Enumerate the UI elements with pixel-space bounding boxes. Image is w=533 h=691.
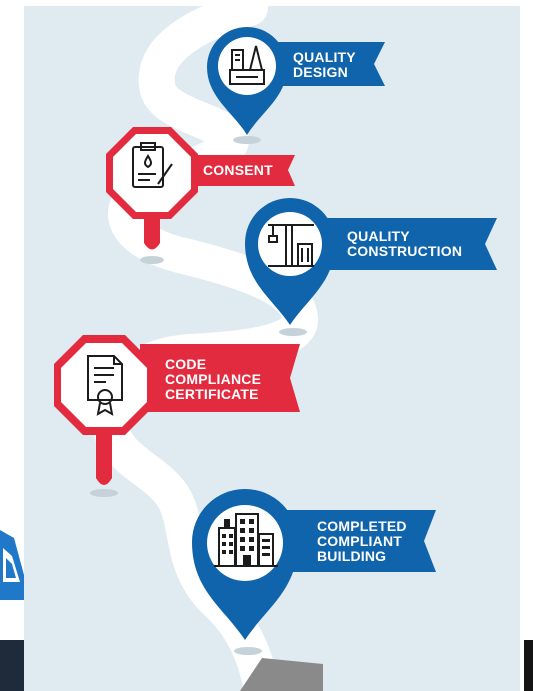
label-line: COMPLETED [317, 518, 407, 534]
label-consent: CONSENT [203, 163, 273, 178]
pin-shadow-2 [140, 256, 164, 264]
banner-consent [180, 155, 295, 186]
step-consent [106, 127, 295, 250]
label-completed-compliant-building: COMPLETED COMPLIANT BUILDING [317, 519, 407, 564]
label-line: BUILDING [317, 548, 387, 564]
step-code-compliance-certificate [54, 335, 300, 485]
clipboard-consent-icon [132, 142, 173, 188]
office-buildings-icon [214, 513, 278, 567]
pin-shadow-1 [233, 136, 261, 144]
label-line: CONSTRUCTION [347, 243, 463, 259]
design-tools-icon [229, 45, 265, 85]
label-code-compliance-certificate: CODE COMPLIANCE CERTIFICATE [165, 357, 261, 402]
label-line: QUALITY [347, 228, 410, 244]
banner-code-compliance-certificate [140, 344, 300, 412]
road-shadow-wedge [240, 658, 323, 691]
label-quality-construction: QUALITY CONSTRUCTION [347, 229, 462, 259]
label-quality-design: QUALITY DESIGN [293, 50, 356, 80]
left-edge-building-fragment [0, 530, 24, 600]
bottom-left-dark-strip [0, 640, 24, 691]
label-line: CODE [165, 356, 207, 372]
step-quality-construction [245, 198, 497, 325]
banner-quality-construction [290, 218, 497, 270]
pin-shadow-5 [234, 647, 262, 655]
construction-crane-icon [268, 224, 314, 267]
certificate-icon [87, 355, 123, 416]
winding-road [92, 0, 318, 691]
label-line: COMPLIANT [317, 533, 403, 549]
bottom-right-dark-strip [524, 640, 533, 691]
step-completed-compliant-building [192, 489, 436, 640]
label-line: QUALITY [293, 49, 356, 65]
post-code-compliance-certificate [96, 425, 112, 485]
pin-shadow-3 [279, 328, 307, 336]
pin-shadow-4 [90, 489, 118, 497]
step-quality-design [207, 27, 385, 135]
label-line: DESIGN [293, 64, 348, 80]
label-line: CERTIFICATE [165, 386, 259, 402]
label-line: CONSENT [203, 162, 273, 178]
label-line: COMPLIANCE [165, 371, 262, 387]
